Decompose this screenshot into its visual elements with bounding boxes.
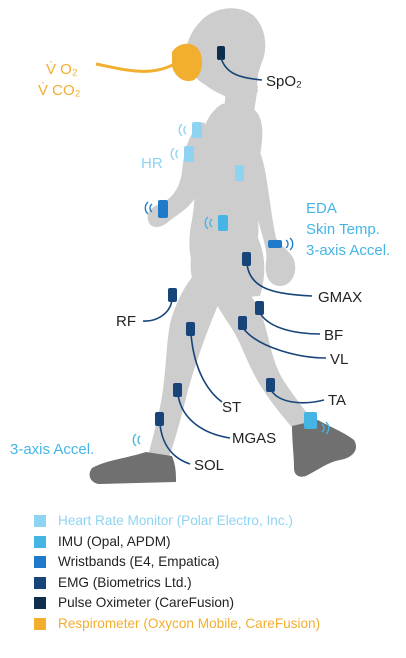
vco2-label: V̇ CO₂ [38, 82, 81, 99]
emg-sensor-sol [155, 412, 164, 426]
legend-item-respirometer: Respirometer (Oxycon Mobile, CareFusion) [34, 614, 404, 635]
emg-sensor-ta [266, 378, 275, 392]
legend-item-wristbands: Wristbands (E4, Empatica) [34, 552, 404, 573]
legend-swatch [34, 536, 46, 548]
imu-sensor-ankle [304, 412, 317, 429]
rf-leader [143, 300, 172, 321]
ankle-accel-label: 3-axis Accel. [10, 441, 94, 458]
mgas-label: MGAS [232, 430, 276, 447]
emg-sensor-st [186, 322, 195, 336]
legend-label: IMU (Opal, APDM) [58, 535, 171, 549]
st-label: ST [222, 399, 241, 416]
emg-sensor-mgas [173, 383, 182, 397]
emg-sensor-gmax [242, 252, 251, 266]
vl-label: VL [330, 351, 348, 368]
wireless-signal-icon [171, 124, 186, 160]
respirometer-hose [96, 62, 178, 71]
gmax-label: GMAX [318, 289, 362, 306]
hr-sensor-upper [192, 122, 202, 138]
legend-item-heart-rate-monitor: Heart Rate Monitor (Polar Electro, Inc.) [34, 511, 404, 532]
vo2-label: V̇ O₂ [46, 61, 78, 78]
respirometer-mask [172, 44, 202, 81]
spo2-label: SpO₂ [266, 73, 302, 90]
rf-label: RF [116, 313, 136, 330]
eda-label: EDA [306, 200, 337, 217]
legend-swatch [34, 597, 46, 609]
legend-label: Wristbands (E4, Empatica) [58, 555, 219, 569]
legend-swatch [34, 515, 46, 527]
bf-label: BF [324, 327, 343, 344]
legend-item-imu: IMU (Opal, APDM) [34, 532, 404, 553]
skin-temp-label: Skin Temp. [306, 221, 380, 238]
wristband-left [158, 200, 168, 218]
legend-item-emg: EMG (Biometrics Ltd.) [34, 573, 404, 594]
pulse-oximeter-sensor [217, 46, 225, 60]
emg-sensor-rf [168, 288, 177, 302]
legend-label: Respirometer (Oxycon Mobile, CareFusion) [58, 617, 320, 631]
legend-label: Pulse Oximeter (CareFusion) [58, 596, 234, 610]
sensor-legend: Heart Rate Monitor (Polar Electro, Inc.)… [34, 511, 404, 634]
left-leg-silhouette [148, 268, 222, 460]
hr-label: HR [141, 155, 163, 172]
legend-swatch [34, 556, 46, 568]
emg-sensor-vl [238, 316, 247, 330]
imu-sensor-torso [218, 215, 228, 231]
legend-label: Heart Rate Monitor (Polar Electro, Inc.) [58, 514, 293, 528]
emg-sensor-bf [255, 301, 264, 315]
legend-item-pulse-oximeter: Pulse Oximeter (CareFusion) [34, 593, 404, 614]
legend-swatch [34, 618, 46, 630]
wristband-right [268, 240, 282, 248]
left-shoe [90, 452, 176, 484]
hr-sensor-lower [184, 146, 194, 162]
sol-label: SOL [194, 457, 224, 474]
bf-leader [260, 313, 320, 334]
legend-label: EMG (Biometrics Ltd.) [58, 576, 192, 590]
hr-sensor-back [235, 165, 244, 181]
legend-swatch [34, 577, 46, 589]
ta-label: TA [328, 392, 346, 409]
wrist-accel-label: 3-axis Accel. [306, 242, 390, 259]
